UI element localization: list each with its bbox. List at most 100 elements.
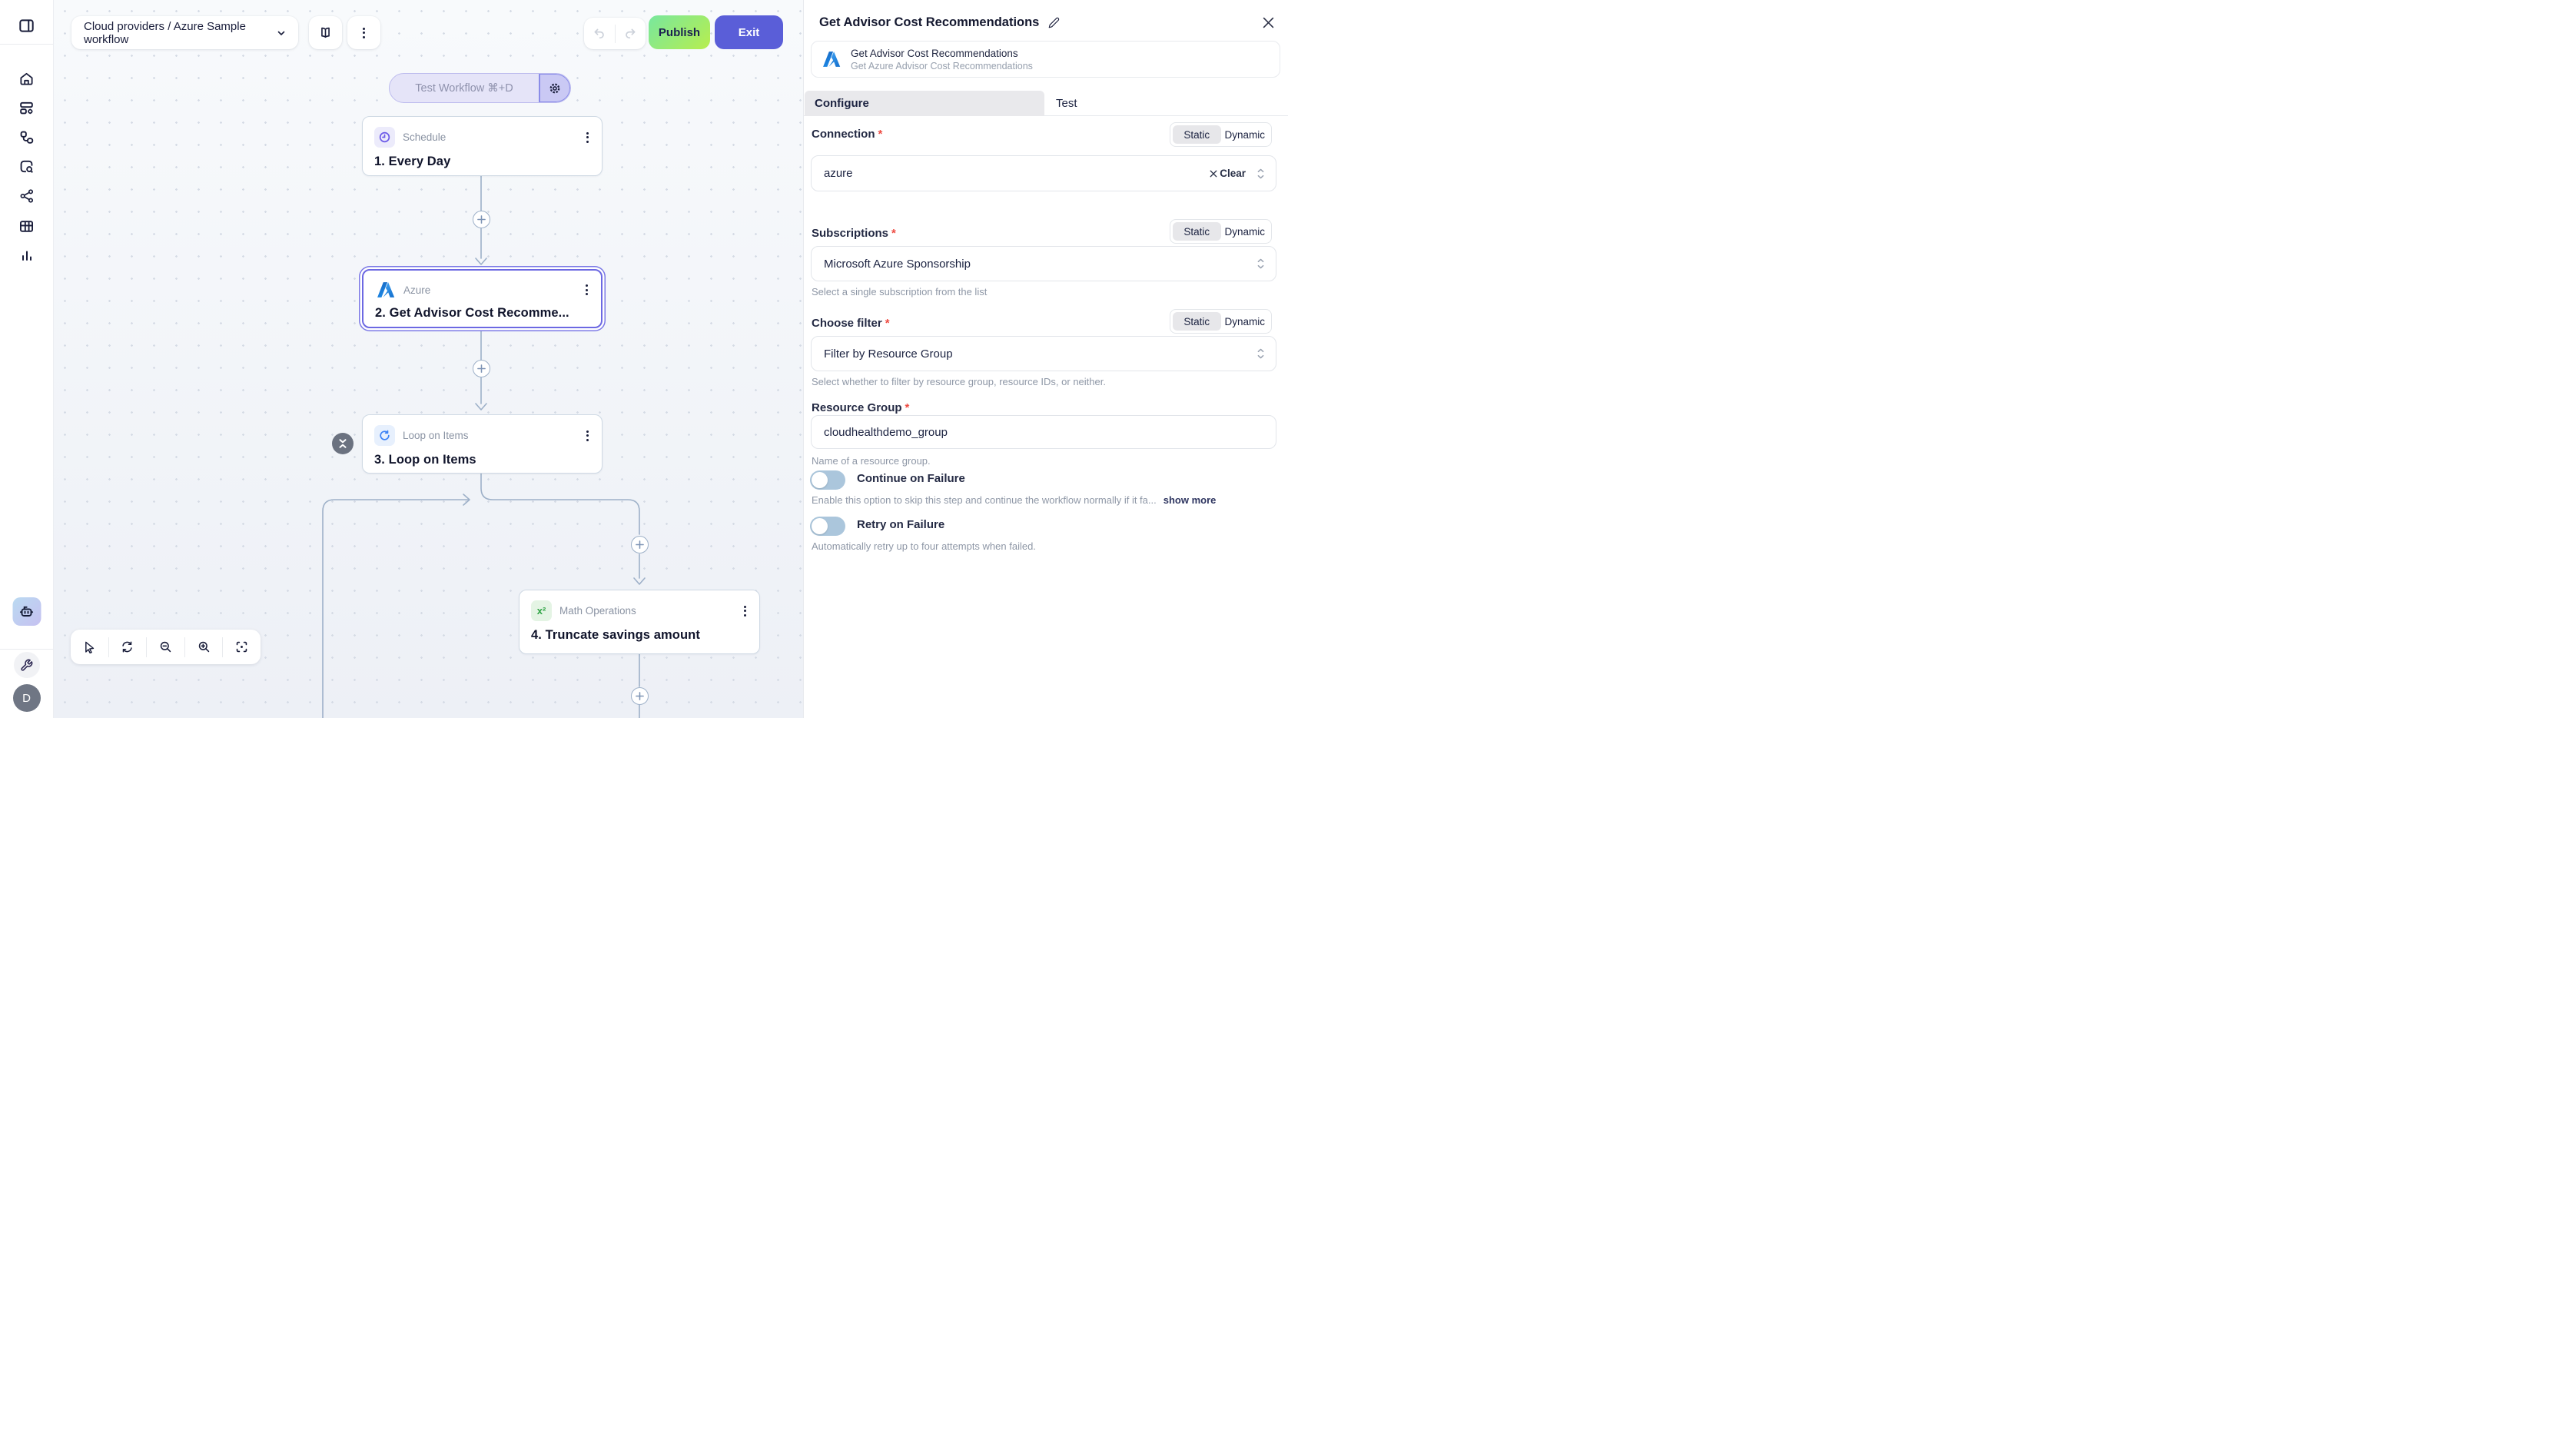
user-avatar[interactable]: D <box>12 684 41 712</box>
retry-on-failure-label: Retry on Failure <box>857 518 945 531</box>
admin-tools-button[interactable] <box>13 652 40 678</box>
schedule-clock-icon <box>374 127 395 148</box>
sidebar-item-tables[interactable] <box>13 212 41 240</box>
tab-test[interactable]: Test <box>1056 97 1077 110</box>
dynamic-option[interactable]: Dynamic <box>1224 128 1265 141</box>
workflow-selector-label: Cloud providers / Azure Sample workflow <box>84 19 246 46</box>
static-option[interactable]: Static <box>1173 312 1221 331</box>
node-menu-button[interactable] <box>584 130 591 145</box>
avatar-initial: D <box>22 691 31 705</box>
history-controls <box>584 18 646 49</box>
step-config-panel: Get Advisor Cost Recommendations Get Adv… <box>803 0 1288 718</box>
exit-button[interactable]: Exit <box>715 15 783 49</box>
pointer-tool-button[interactable] <box>71 630 108 664</box>
static-option[interactable]: Static <box>1173 222 1221 241</box>
sidebar-item-workspaces[interactable] <box>13 94 41 121</box>
node-menu-button[interactable] <box>583 282 590 298</box>
subscriptions-value: Microsoft Azure Sponsorship <box>824 257 971 271</box>
test-settings-button[interactable] <box>539 74 570 102</box>
node-azure[interactable]: Azure 2. Get Advisor Cost Recomme... <box>362 269 603 328</box>
publish-button[interactable]: Publish <box>649 15 710 49</box>
node-menu-button[interactable] <box>742 603 749 619</box>
zoom-in-icon <box>198 640 211 653</box>
retry-on-failure-toggle[interactable] <box>810 517 845 536</box>
cursor-icon <box>83 640 96 653</box>
sidebar-item-insights[interactable] <box>13 241 41 269</box>
zoom-out-button[interactable] <box>147 630 184 664</box>
focus-icon <box>235 640 248 653</box>
add-step-button[interactable] <box>631 536 649 553</box>
node-math-operations[interactable]: x² Math Operations 4. Truncate savings a… <box>519 590 760 654</box>
static-option[interactable]: Static <box>1173 125 1221 144</box>
kebab-menu-icon <box>360 25 367 41</box>
add-step-button[interactable] <box>473 360 490 377</box>
docs-button[interactable] <box>309 16 342 49</box>
resource-group-input[interactable]: cloudhealthdemo_group <box>811 415 1276 449</box>
azure-logo-icon <box>822 50 841 68</box>
node-schedule[interactable]: Schedule 1. Every Day <box>362 116 603 176</box>
zoom-in-button[interactable] <box>185 630 223 664</box>
panel-tabs: Configure Test <box>804 91 1288 116</box>
node-app-label: Schedule <box>403 131 446 143</box>
add-step-button[interactable] <box>631 687 649 705</box>
sidebar-item-search-cases[interactable] <box>13 152 41 180</box>
choose-filter-mode-switch: Static Dynamic <box>1170 309 1272 334</box>
continue-on-failure-toggle[interactable] <box>810 470 845 490</box>
divider <box>108 637 109 657</box>
fit-to-view-button[interactable] <box>223 630 261 664</box>
node-title: 2. Get Advisor Cost Recomme... <box>375 306 569 320</box>
node-app-label: Azure <box>403 284 431 296</box>
choose-filter-label: Choose filter* <box>812 317 890 330</box>
redo-button[interactable] <box>616 18 646 49</box>
subscriptions-select[interactable]: Microsoft Azure Sponsorship <box>811 246 1276 281</box>
divider <box>614 24 616 43</box>
connection-mode-switch: Static Dynamic <box>1170 122 1272 147</box>
required-marker: * <box>878 128 883 141</box>
math-icon: x² <box>531 600 552 621</box>
close-panel-button[interactable] <box>1263 17 1274 28</box>
connection-label: Connection* <box>812 128 883 141</box>
edit-title-icon[interactable] <box>1048 17 1060 28</box>
node-loop[interactable]: Loop on Items 3. Loop on Items <box>362 414 603 474</box>
choose-filter-helper: Select whether to filter by resource gro… <box>812 376 1106 387</box>
zoom-out-icon <box>159 640 172 653</box>
sidebar-item-home[interactable] <box>13 65 41 92</box>
sidebar-divider <box>0 649 53 650</box>
show-more-link[interactable]: show more <box>1163 494 1217 506</box>
retry-on-failure-helper: Automatically retry up to four attempts … <box>812 540 1036 552</box>
node-app-label: Math Operations <box>559 605 636 617</box>
dynamic-option[interactable]: Dynamic <box>1224 315 1265 327</box>
required-marker: * <box>885 317 890 330</box>
undo-button[interactable] <box>584 18 615 49</box>
test-workflow-button[interactable]: Test Workflow ⌘+D <box>389 73 571 103</box>
node-menu-button[interactable] <box>584 428 591 444</box>
refresh-icon <box>121 640 134 653</box>
robot-icon <box>18 603 35 620</box>
connection-select[interactable]: azure Clear <box>811 155 1276 191</box>
node-title: 4. Truncate savings amount <box>531 628 700 642</box>
redo-icon <box>624 27 637 40</box>
add-step-button[interactable] <box>473 211 490 228</box>
workflow-menu-button[interactable] <box>347 16 380 49</box>
required-marker: * <box>891 227 896 240</box>
ai-assistant-button[interactable] <box>12 597 41 626</box>
collapse-loop-button[interactable] <box>332 433 354 454</box>
choose-filter-select[interactable]: Filter by Resource Group <box>811 336 1276 371</box>
select-sorter-icon <box>1256 258 1265 270</box>
panel-toggle-icon <box>18 18 35 34</box>
sidebar-item-workflows[interactable] <box>13 123 41 151</box>
workflow-canvas[interactable]: Cloud providers / Azure Sample workflow … <box>54 0 803 718</box>
azure-logo-icon <box>375 281 396 299</box>
workflow-selector[interactable]: Cloud providers / Azure Sample workflow <box>71 16 298 49</box>
close-icon <box>1210 170 1217 177</box>
sidebar-item-integrations[interactable] <box>13 182 41 210</box>
dynamic-option[interactable]: Dynamic <box>1224 225 1265 238</box>
search-box-icon <box>18 158 35 175</box>
clear-connection-button[interactable]: Clear <box>1210 168 1246 179</box>
workflow-nodes-icon <box>18 129 35 145</box>
collapse-sidebar-button[interactable] <box>13 12 41 39</box>
collapse-vertical-icon <box>337 437 348 450</box>
reset-view-button[interactable] <box>109 630 147 664</box>
tab-configure[interactable]: Configure <box>805 91 1044 116</box>
wrench-icon <box>20 659 33 672</box>
